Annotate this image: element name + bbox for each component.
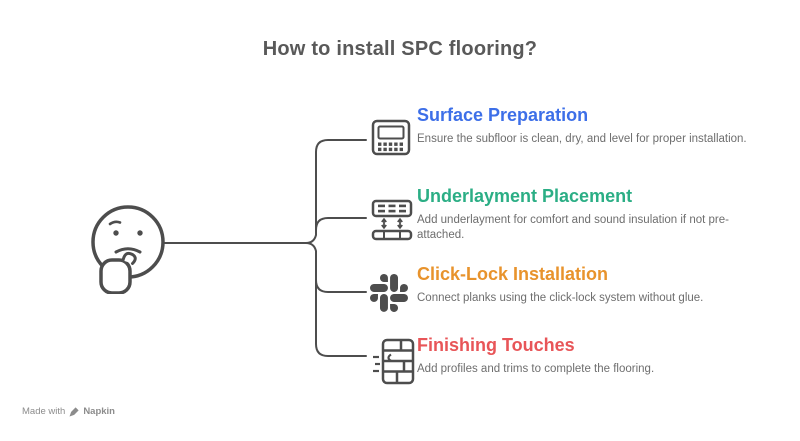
step-description: Ensure the subfloor is clean, dry, and l… [417, 133, 747, 145]
step-title: Underlayment Placement [417, 186, 633, 206]
step-finishing-touches: Finishing Touches Add profiles and trims… [368, 334, 753, 385]
watermark: Made with Napkin [22, 406, 115, 417]
thinking-face-emoji [91, 205, 165, 294]
step-description: Add profiles and trims to complete the f… [417, 363, 655, 375]
click-lock-icon [370, 274, 408, 317]
pen-icon [69, 406, 79, 416]
step-description: Add underlayment for comfort and sound i… [417, 214, 729, 241]
step-title: Surface Preparation [417, 105, 589, 125]
watermark-prefix: Made with [22, 406, 66, 417]
underlayment-layers-icon [370, 198, 414, 247]
watermark-brand: Napkin [83, 406, 115, 417]
subfloor-grid-icon [370, 117, 412, 164]
step-click-lock-installation: Click-Lock Installation Connect planks u… [368, 263, 753, 312]
finishing-trim-icon [370, 337, 416, 392]
step-underlayment-placement: Underlayment Placement Add underlayment … [368, 185, 753, 243]
step-description: Connect planks using the click-lock syst… [417, 292, 704, 304]
step-title: Click-Lock Installation [417, 264, 609, 284]
page-title: How to install SPC flooring? [262, 38, 538, 60]
step-surface-preparation: Surface Preparation Ensure the subfloor … [368, 104, 753, 156]
step-title: Finishing Touches [417, 335, 575, 355]
